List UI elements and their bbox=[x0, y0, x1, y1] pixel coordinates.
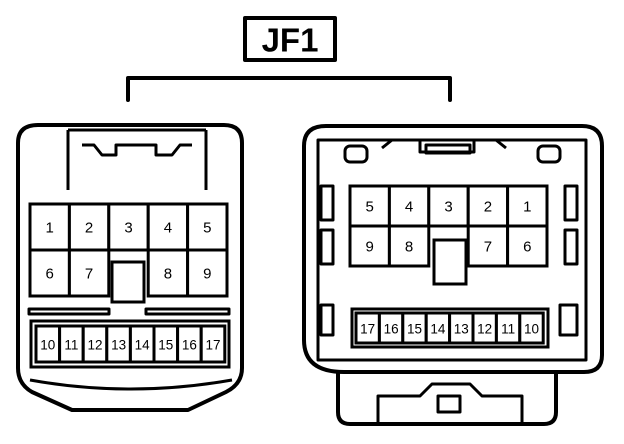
right-pin-strip: 17 16 15 14 13 12 11 10 bbox=[350, 307, 550, 349]
right-pin-4-label: 4 bbox=[405, 199, 413, 216]
left-divider-bar-a bbox=[27, 307, 111, 316]
left-pin-14-label: 14 bbox=[135, 338, 151, 353]
right-side-tab-r3 bbox=[558, 303, 579, 337]
left-pin-10-label: 10 bbox=[40, 338, 55, 353]
left-pin-strip: 10 11 12 13 14 15 16 17 bbox=[29, 319, 231, 369]
right-top-key bbox=[424, 143, 472, 155]
right-pin-4-cell bbox=[387, 184, 431, 228]
right-lower-housing bbox=[336, 370, 558, 426]
right-side-tab-l2 bbox=[319, 228, 335, 266]
bracket-line bbox=[126, 76, 452, 102]
right-pin-8-label: 8 bbox=[405, 239, 413, 256]
right-side-tab-l1 bbox=[319, 184, 335, 222]
right-pin-10-label: 10 bbox=[524, 322, 539, 337]
right-pin-11-label: 11 bbox=[501, 322, 515, 337]
left-pin-grid: 1 2 3 4 5 6 7 8 9 bbox=[28, 202, 229, 304]
left-center-key bbox=[110, 260, 146, 304]
right-pin-1-cell bbox=[506, 184, 549, 228]
right-lower-key bbox=[436, 394, 462, 414]
right-center-key bbox=[432, 238, 468, 286]
title-frame bbox=[243, 16, 337, 62]
left-pin-7-label: 7 bbox=[85, 266, 93, 283]
left-pin-1-cell bbox=[28, 202, 71, 252]
left-pin-9-cell bbox=[186, 248, 229, 298]
right-pin-15-label: 15 bbox=[407, 322, 422, 337]
right-pin-1-label: 1 bbox=[523, 199, 531, 216]
right-lower-latch bbox=[376, 382, 524, 424]
left-pin-8-label: 8 bbox=[164, 266, 172, 283]
left-pin-5-cell bbox=[186, 202, 229, 252]
title-label: JF1 bbox=[243, 16, 337, 62]
left-pin-17-label: 17 bbox=[205, 338, 220, 353]
title-text: JF1 bbox=[262, 22, 319, 59]
right-pin-14-label: 14 bbox=[430, 322, 446, 337]
left-pin-4-label: 4 bbox=[164, 220, 172, 237]
left-connector-body bbox=[16, 123, 244, 412]
left-pin-16-label: 16 bbox=[182, 338, 197, 353]
right-corner-lug-left bbox=[343, 144, 369, 164]
right-pin-grid: 5 4 3 2 1 9 8 7 6 bbox=[348, 184, 549, 286]
right-pin-9-label: 9 bbox=[366, 239, 374, 256]
right-pin-2-label: 2 bbox=[484, 199, 492, 216]
left-bottom-ridge bbox=[29, 378, 233, 391]
right-pin-3-cell bbox=[427, 184, 470, 228]
right-pin-17-label: 17 bbox=[360, 322, 375, 337]
right-pin-9-cell bbox=[348, 224, 391, 268]
right-pin-6-cell bbox=[506, 224, 549, 268]
left-pin-9-label: 9 bbox=[203, 266, 211, 283]
right-corner-lug-right bbox=[536, 144, 562, 164]
right-connector: 5 4 3 2 1 9 8 7 6 17 16 15 14 13 12 11 10 bbox=[302, 124, 604, 426]
left-pin-3-cell bbox=[107, 202, 150, 252]
right-pin-5-label: 5 bbox=[366, 199, 374, 216]
left-pin-15-label: 15 bbox=[158, 338, 173, 353]
left-pin-8-cell bbox=[146, 248, 190, 298]
right-side-tab-r2 bbox=[563, 228, 579, 266]
left-pin-1-label: 1 bbox=[46, 220, 54, 237]
left-pin-2-label: 2 bbox=[85, 220, 93, 237]
left-pin-5-label: 5 bbox=[203, 220, 211, 237]
right-pin-12-label: 12 bbox=[477, 322, 492, 337]
left-divider-bar-b bbox=[144, 307, 231, 316]
left-pin-12-label: 12 bbox=[87, 338, 102, 353]
right-connector-body bbox=[302, 124, 604, 374]
left-latch-tab bbox=[82, 143, 192, 157]
left-pin-17-cell bbox=[199, 324, 227, 364]
right-pin-7-label: 7 bbox=[484, 239, 492, 256]
right-pin-10-cell bbox=[518, 311, 545, 345]
left-pin-7-cell bbox=[67, 248, 111, 298]
right-side-tab-r1 bbox=[563, 184, 579, 222]
right-pin-13-label: 13 bbox=[454, 322, 469, 337]
right-pin-8-cell bbox=[387, 224, 431, 268]
left-pin-6-label: 6 bbox=[46, 266, 54, 283]
left-latch-arms bbox=[66, 128, 208, 190]
right-pin-16-label: 16 bbox=[384, 322, 399, 337]
left-pin-13-label: 13 bbox=[111, 338, 126, 353]
left-pin-6-cell bbox=[28, 248, 71, 298]
right-pin-3-label: 3 bbox=[444, 199, 452, 216]
left-pin-11-label: 11 bbox=[64, 338, 78, 353]
right-pin-6-label: 6 bbox=[523, 239, 531, 256]
left-pin-3-label: 3 bbox=[124, 220, 132, 237]
right-side-tab-l3 bbox=[319, 303, 335, 337]
